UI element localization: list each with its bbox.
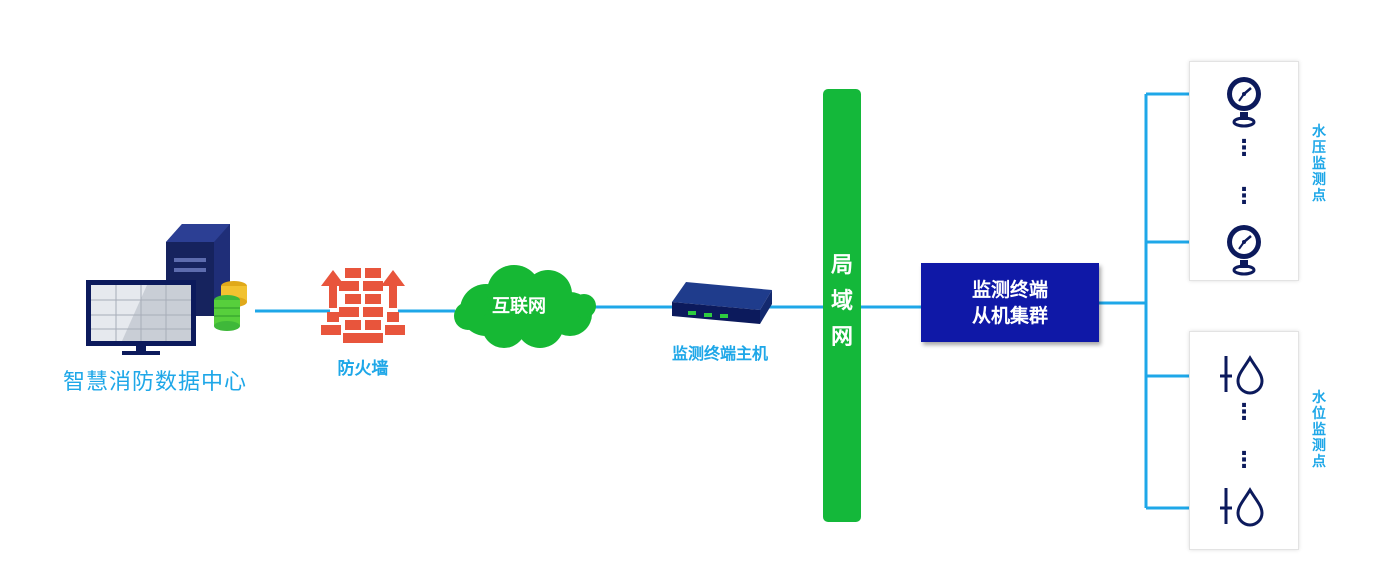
data-center-label: 智慧消防数据中心 [62,370,247,395]
pressure-gauge-icon [1227,225,1261,276]
pressure-ellipsis-1: ⋮ [1233,136,1255,161]
firewall-label: 防火墙 [337,359,389,379]
firewall-icon [321,268,405,343]
lan-char-1: 局 [830,253,853,278]
slave-cluster-box: 监测终端 从机集群 [921,263,1099,342]
water-pressure-label: 水压监测点 [1312,124,1326,204]
pressure-gauge-icon [1227,77,1261,128]
data-center-computer-icon [86,224,247,355]
cluster-line-1: 监测终端 [971,278,1048,301]
water-level-sensor-icon [1220,355,1264,395]
lan-bar [823,89,861,522]
water-level-sensor-icon [1220,487,1264,527]
level-ellipsis-1: ⋮ [1233,400,1255,425]
lan-label: 局 域 网 [823,248,861,356]
internet-cloud-icon [454,265,596,348]
cluster-line-2: 从机集群 [971,304,1048,327]
monitor-host-label: 监测终端主机 [671,344,768,363]
lan-char-2: 域 [830,289,853,314]
pressure-ellipsis-2: ⋮ [1233,184,1255,209]
level-ellipsis-2: ⋮ [1233,448,1255,473]
monitor-host-device-icon [672,282,772,324]
water-level-label: 水位监测点 [1312,390,1326,470]
lan-char-3: 网 [830,325,853,350]
internet-label: 互联网 [492,296,546,317]
